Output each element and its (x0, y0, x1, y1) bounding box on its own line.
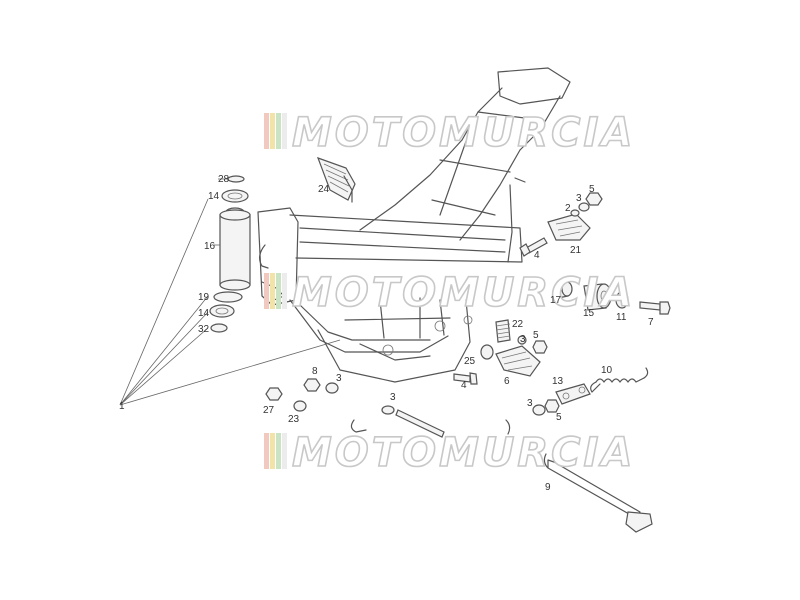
callout-6: 6 (504, 376, 510, 387)
washer-11 (615, 291, 629, 309)
callout-27: 27 (263, 405, 275, 416)
washer-3b (517, 335, 527, 345)
nut-8 (303, 378, 321, 392)
washer-23 (293, 400, 307, 412)
callout-4: 4 (461, 380, 467, 391)
footpeg-21 (519, 192, 603, 257)
washer-3a (578, 202, 590, 212)
stand-spring-assembly (532, 367, 649, 416)
callout-15: 15 (583, 308, 595, 319)
sidestand-9 (543, 453, 653, 533)
watermark-top: MOTOMURCIA (264, 109, 635, 157)
nut-5b (532, 340, 548, 354)
watermark-middle: MOTOMURCIA (264, 269, 635, 317)
steering-stem-16 (219, 214, 251, 286)
callout-labels: 28 14 16 19 14 32 1 24 5 3 2 4 21 17 15 … (119, 174, 654, 493)
callout-3: 3 (336, 373, 342, 384)
callout-24: 24 (318, 184, 330, 195)
motorcycle-frame (257, 67, 571, 383)
watermark-text: MOTOMURCIA (292, 270, 635, 316)
callout-21: 21 (570, 245, 582, 256)
pivot-bolt (395, 409, 445, 438)
bolt-4b (453, 373, 471, 383)
washer-3c (532, 404, 546, 416)
callout-22: 22 (512, 319, 524, 330)
dust-seal-28 (227, 175, 245, 183)
callout-5: 5 (589, 184, 595, 195)
lower-fasteners (265, 378, 511, 438)
callout-9: 9 (545, 482, 551, 493)
nut-27 (265, 387, 283, 401)
callout-3: 3 (520, 334, 526, 345)
spring-10 (595, 377, 645, 383)
callout-19: 19 (198, 292, 210, 303)
callout-17: 17 (550, 295, 562, 306)
callout-3: 3 (576, 193, 582, 204)
spacer-25 (480, 344, 494, 360)
callout-8: 8 (312, 366, 318, 377)
callout-25: 25 (464, 356, 476, 367)
callout-14: 14 (208, 191, 220, 202)
callout-3: 3 (390, 392, 396, 403)
washer-3e (381, 405, 395, 415)
callout-14: 14 (198, 308, 210, 319)
watermark-text: MOTOMURCIA (292, 430, 635, 476)
footpeg-24 (316, 157, 356, 203)
callout-11: 11 (616, 312, 627, 323)
callout-3: 3 (527, 398, 533, 409)
callout-7: 7 (648, 317, 654, 328)
nut-5c (544, 399, 560, 413)
steering-head-parts (209, 175, 251, 333)
bearing-14-top (221, 189, 249, 203)
washer-3d (325, 382, 339, 394)
callout-13: 13 (552, 376, 564, 387)
bolt-7 (639, 301, 661, 311)
watermark-text: MOTOMURCIA (292, 110, 635, 156)
callout-5: 5 (533, 330, 539, 341)
pin-2 (570, 209, 580, 217)
callout-4: 4 (534, 250, 540, 261)
bearing-race-19 (213, 291, 243, 303)
callout-32: 32 (198, 324, 210, 335)
watermark-bottom: MOTOMURCIA (264, 429, 635, 477)
callout-23: 23 (288, 414, 300, 425)
callout-10: 10 (601, 365, 613, 376)
spring-22 (495, 319, 511, 343)
callout-16: 16 (204, 241, 216, 252)
seal-32 (210, 323, 228, 333)
nut-5a (585, 192, 603, 206)
watermark: MOTOMURCIA MOTOMURCIA MOTOMURCIA (264, 109, 635, 477)
bracket-13 (555, 383, 591, 405)
callout-5: 5 (556, 412, 562, 423)
footpeg-6 (453, 319, 548, 385)
callout-1: 1 (119, 401, 125, 412)
callout-28: 28 (218, 174, 230, 185)
leader-lines (119, 178, 341, 406)
callout-2: 2 (565, 203, 571, 214)
mount-spacers (555, 281, 671, 315)
bearing-14-bottom (209, 304, 235, 318)
